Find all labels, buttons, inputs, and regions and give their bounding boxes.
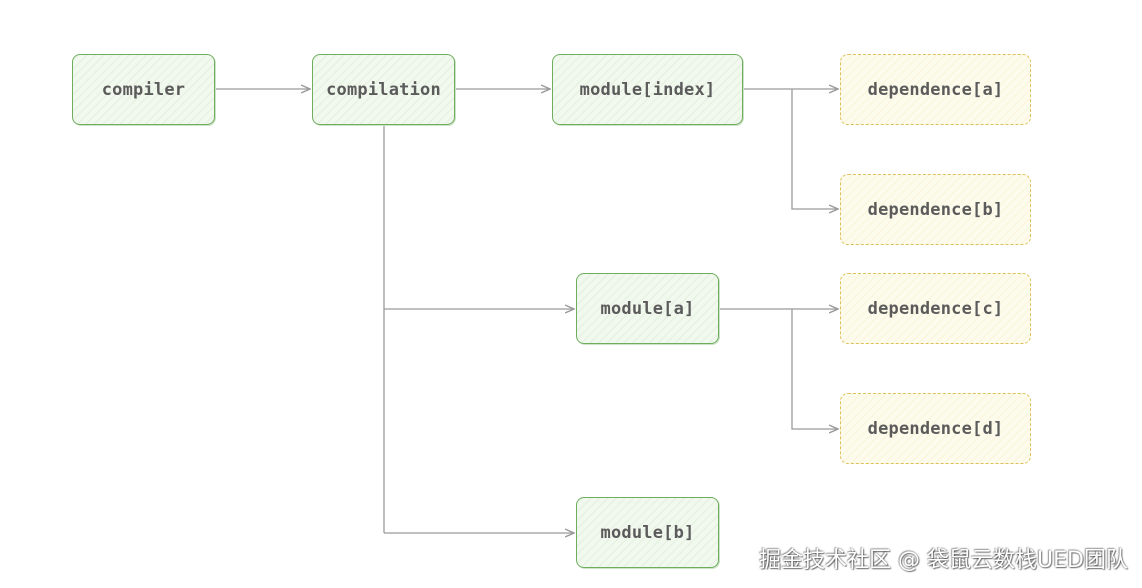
- node-dependence-c: dependence[c]: [840, 273, 1031, 344]
- node-dependence-b: dependence[b]: [840, 174, 1031, 245]
- node-dependence-d: dependence[d]: [840, 393, 1031, 464]
- node-compilation: compilation: [312, 54, 455, 125]
- node-dependence-a: dependence[a]: [840, 54, 1031, 125]
- node-module-index: module[index]: [552, 54, 743, 125]
- watermark: 掘金技术社区 @ 袋鼠云数栈UED团队: [759, 548, 1128, 573]
- node-module-a: module[a]: [576, 273, 719, 344]
- edge-module-index-dependence-b: [791, 89, 838, 209]
- edge-module-a-dependence-d: [791, 309, 838, 429]
- node-compiler: compiler: [72, 54, 215, 125]
- node-module-b: module[b]: [576, 497, 719, 568]
